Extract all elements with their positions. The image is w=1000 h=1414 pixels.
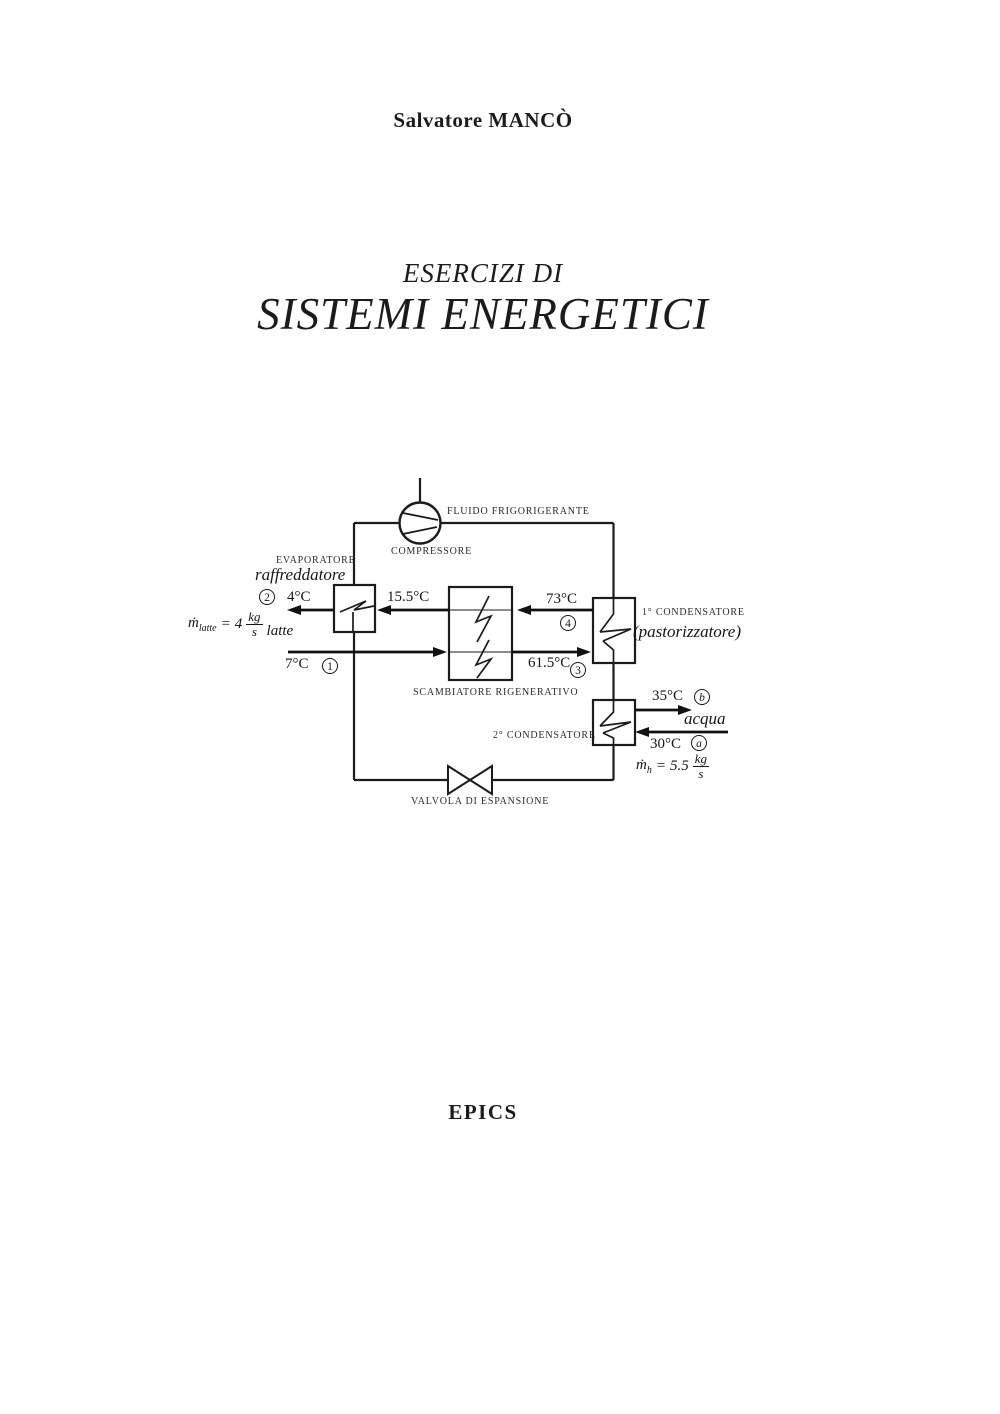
- regen-to-evap-arrowhead: [377, 605, 391, 615]
- evaporator-box: [332, 583, 377, 634]
- evaporator-symbol: [332, 583, 377, 634]
- compressor-symbol: [398, 501, 442, 545]
- state-marker-3: 3: [570, 662, 586, 678]
- condenser2-coil: [599, 700, 632, 745]
- milk-flow-equals: =: [220, 615, 231, 632]
- milk-out-arrowhead: [287, 605, 301, 615]
- regenerator-symbol: [447, 585, 514, 682]
- evaporator-label: EVAPORATORE: [276, 555, 356, 566]
- regen-to-cond1-arrowhead: [577, 647, 591, 657]
- water-flow-value: 5.5: [669, 757, 689, 774]
- temp-water-in: 30°C: [650, 736, 682, 752]
- temp-regen-hot-out: 61.5°C: [528, 655, 571, 671]
- milk-flow-suffix: latte: [266, 622, 294, 639]
- evaporator-coil: [339, 600, 375, 631]
- cond1-to-regen-arrowhead: [517, 605, 531, 615]
- stream-arrows: [287, 605, 728, 737]
- condenser1-label: 1° CONDENSATORE: [642, 607, 745, 618]
- state-marker-a: a: [691, 735, 707, 751]
- milk-in-arrowhead: [433, 647, 447, 657]
- regenerator-box: [447, 585, 514, 682]
- milk-flow-unit-numerator: kg: [246, 609, 263, 625]
- valve-left-triangle: [447, 764, 472, 796]
- publisher-name: EPICS: [448, 1100, 518, 1124]
- valve-right-triangle: [468, 764, 493, 796]
- compressor-blades: [402, 512, 439, 535]
- refrigerant-label: FLUIDO FRIGORIGERANTE: [447, 506, 590, 517]
- state-marker-b: b: [694, 689, 710, 705]
- milk-flow-subscript: latte: [198, 622, 217, 634]
- temp-milk-out: 4°C: [287, 589, 311, 605]
- water-flow-symbol: ṁh: [636, 756, 652, 776]
- milk-flow-unit-fraction: kg s: [246, 609, 263, 639]
- evaporator-role-label: raffreddatore: [255, 565, 346, 584]
- condenser2-symbol: [591, 698, 637, 747]
- condenser1-symbol: [591, 596, 637, 665]
- state-marker-2: 2: [259, 589, 275, 605]
- author-name: Salvatore MANCÒ: [393, 108, 573, 132]
- condenser2-label: 2° CONDENSATORE: [493, 730, 596, 741]
- milk-flow-value: 4: [234, 615, 243, 632]
- milk-flow-unit-denominator: s: [251, 623, 257, 639]
- water-flow-unit-fraction: kg s: [692, 751, 709, 781]
- temp-milk-hot: 73°C: [546, 591, 578, 607]
- title-line-2: SISTEMI ENERGETICI: [257, 289, 709, 339]
- title-line-1: ESERCIZI DI: [402, 258, 564, 288]
- water-label: acqua: [684, 709, 726, 728]
- temp-water-out: 35°C: [652, 688, 684, 704]
- condenser1-coil: [599, 598, 632, 663]
- milk-flow-formula: ṁlatte = 4 kg s latte: [188, 609, 294, 639]
- regenerator-coil-bottom: [474, 639, 494, 679]
- compressor-label: COMPRESSORE: [391, 546, 473, 557]
- valve-label: VALVOLA DI ESPANSIONE: [411, 796, 550, 807]
- water-flow-subscript: h: [646, 764, 652, 776]
- water-flow-unit-denominator: s: [698, 765, 704, 781]
- regenerator-stream-lines: [449, 609, 512, 653]
- regenerator-coil-top: [474, 595, 493, 643]
- expansion-valve-symbol: [447, 764, 493, 796]
- water-flow-equals: =: [655, 757, 666, 774]
- water-in-arrowhead: [635, 727, 649, 737]
- compressor-circle: [398, 501, 442, 545]
- water-flow-formula: ṁh = 5.5 kg s: [636, 752, 709, 780]
- temp-regen-cold-out: 15.5°C: [387, 589, 430, 605]
- state-marker-1: 1: [322, 658, 338, 674]
- water-flow-unit-numerator: kg: [692, 751, 709, 767]
- milk-flow-symbol: ṁlatte: [188, 614, 217, 634]
- water-out-arrowhead: [678, 705, 692, 715]
- temp-milk-in: 7°C: [285, 656, 309, 672]
- regenerator-label: SCAMBIATORE RIGENERATIVO: [413, 687, 579, 698]
- condenser1-role-label: (pastorizzatore): [633, 622, 741, 641]
- state-marker-4: 4: [560, 615, 576, 631]
